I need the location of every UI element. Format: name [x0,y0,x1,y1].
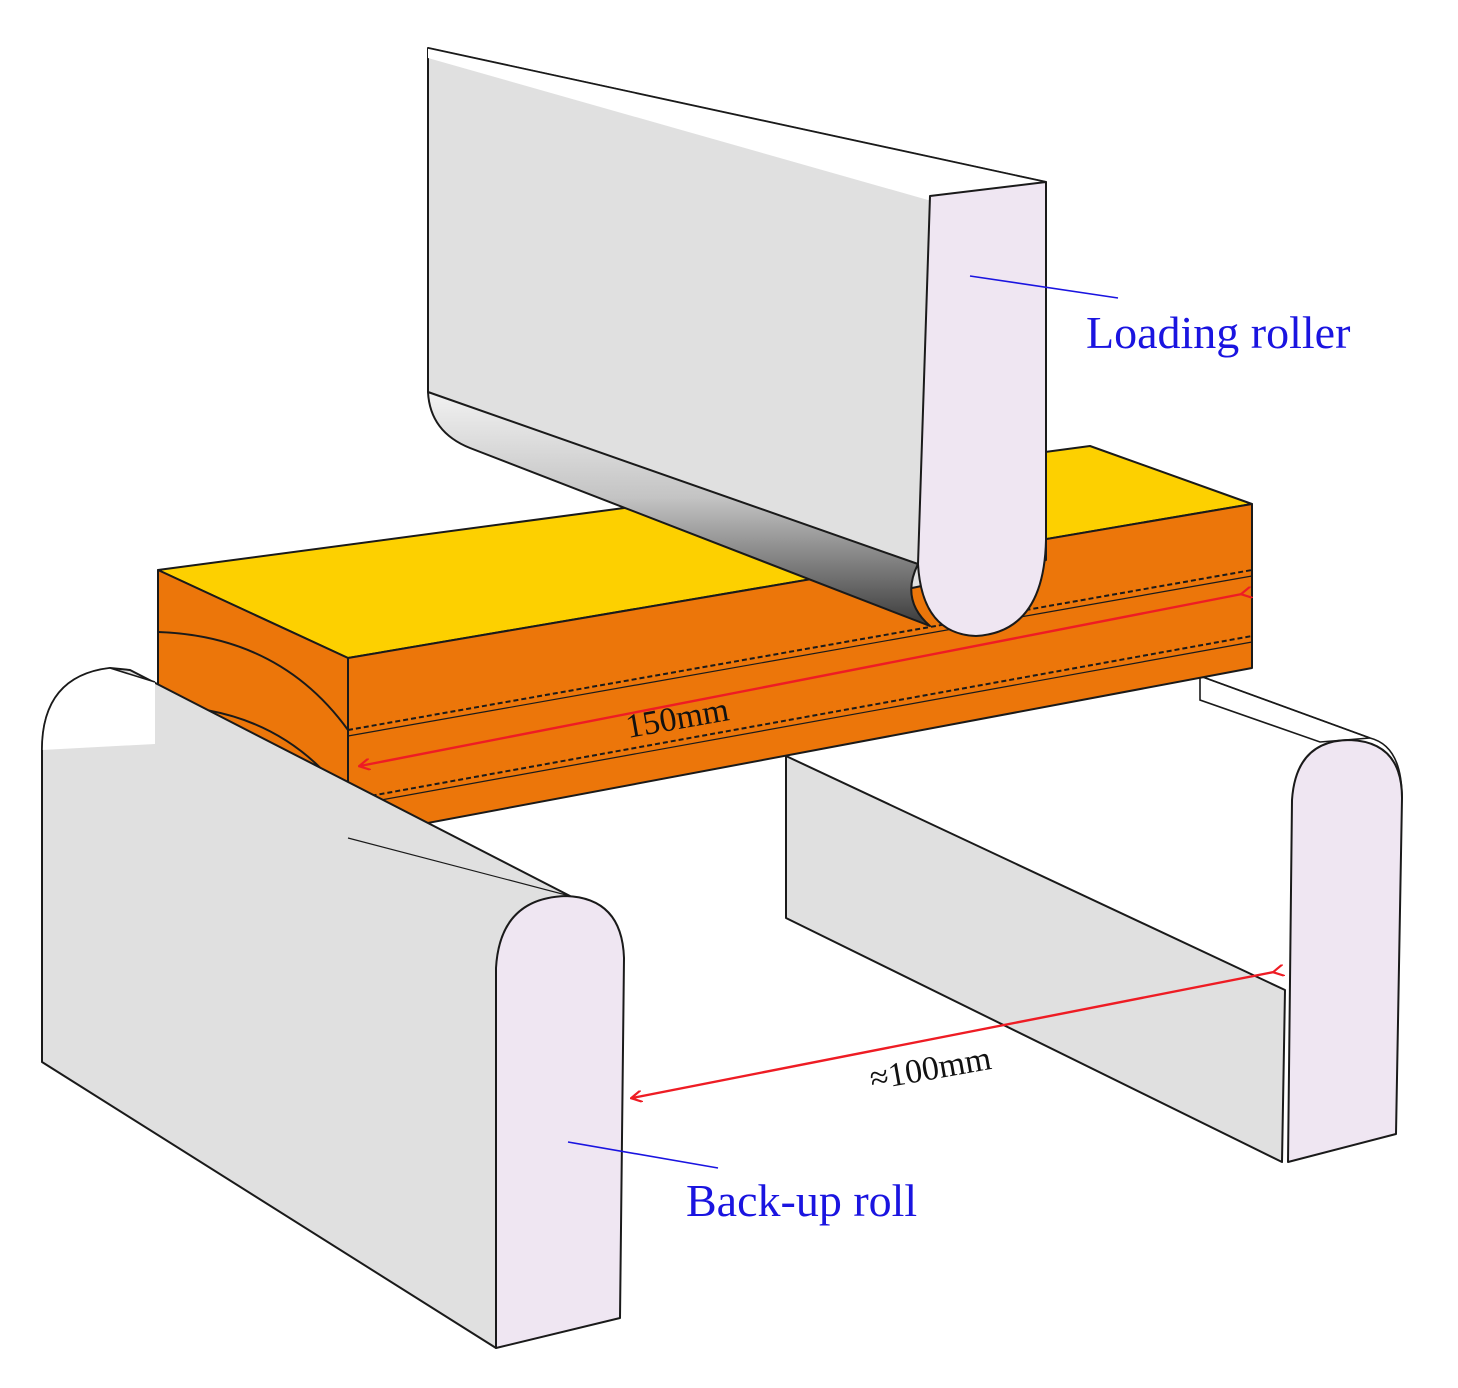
backup-roll-right-side [785,755,1286,1163]
loading-roller-end-face [917,181,1047,637]
backup-roll-right-end-face [1287,739,1403,1163]
backup-roll-left-top [42,668,155,750]
backup-roll-left [41,667,625,1349]
backup-roll-leader [567,1141,719,1169]
loading-roller-leader [969,275,1119,299]
backup-roll-label: Back-up roll [686,1175,917,1226]
loading-roller [427,47,1047,637]
loading-roller-label: Loading roller [1086,307,1350,358]
loading-roller-top-edge [427,47,1047,183]
backup-roll-left-hidden-edge [347,837,571,897]
backup-roll-left-top-edge [41,667,156,751]
loading-roller-top [428,48,1046,200]
backup-roll-left-end-face [495,895,625,1349]
backup-roll-right-arc [1369,737,1403,799]
span-length-arrow [360,594,1242,766]
ply-curve-1 [157,631,349,731]
support-span-arrow [632,972,1274,1098]
